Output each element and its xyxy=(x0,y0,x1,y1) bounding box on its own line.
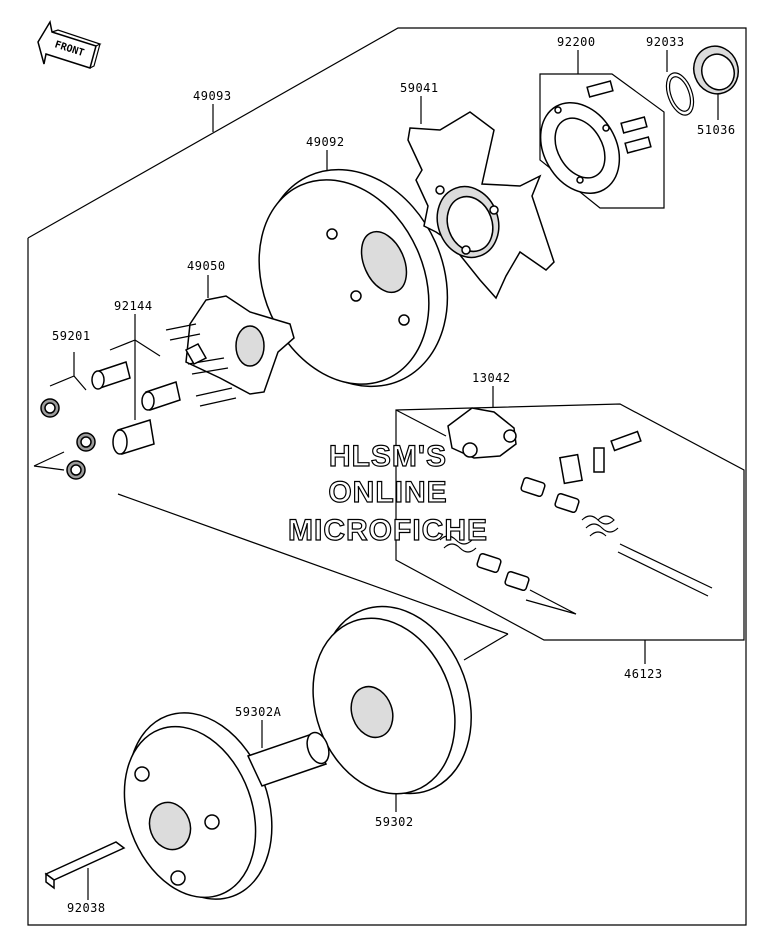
drive-sheave-49092 xyxy=(258,168,449,388)
key-92038 xyxy=(44,841,126,890)
damper-set-92144 xyxy=(91,361,181,455)
weight-kit-frame-46123 xyxy=(395,403,745,641)
watermark-line-1: HLSM'S xyxy=(329,440,447,473)
watermark: HLSM'S ONLINE MICROFICHE xyxy=(287,439,488,547)
ring-51036 xyxy=(693,45,739,95)
bushing-set-59201 xyxy=(40,398,96,480)
part-label-49093[interactable]: 49093 xyxy=(193,89,232,103)
part-label-92144[interactable]: 92144 xyxy=(114,299,153,313)
roller-arm-13042 xyxy=(447,407,517,459)
part-label-92038[interactable]: 92038 xyxy=(67,901,106,915)
fixed-sheave-59302A xyxy=(123,712,330,900)
part-label-49050[interactable]: 49050 xyxy=(187,259,226,273)
part-label-59302[interactable]: 59302 xyxy=(375,815,414,829)
assembly-frame-49093 xyxy=(27,27,747,926)
part-label-49092[interactable]: 49092 xyxy=(306,135,345,149)
movable-sheave-59302 xyxy=(312,605,472,795)
part-label-92200[interactable]: 92200 xyxy=(557,35,596,49)
spider-hub-49050 xyxy=(165,295,295,407)
bolt-ring-92200 xyxy=(539,80,652,195)
watermark-line-3: MICROFICHE xyxy=(288,514,488,547)
part-label-51036[interactable]: 51036 xyxy=(697,123,736,137)
bolt-kit-frame-92200 xyxy=(539,73,665,209)
part-label-13042[interactable]: 13042 xyxy=(472,371,511,385)
part-label-46123[interactable]: 46123 xyxy=(624,667,663,681)
weight-kit-parts-46123 xyxy=(439,430,713,597)
part-label-59201[interactable]: 59201 xyxy=(52,329,91,343)
part-label-92033[interactable]: 92033 xyxy=(646,35,685,49)
snap-ring-92033 xyxy=(665,72,695,116)
watermark-line-2: ONLINE xyxy=(328,476,447,509)
part-label-59302A[interactable]: 59302A xyxy=(235,705,282,719)
leader-lines xyxy=(33,50,719,900)
part-label-59041[interactable]: 59041 xyxy=(400,81,439,95)
front-arrow-icon: FRONT xyxy=(37,19,102,69)
spider-plate-59041 xyxy=(407,111,555,300)
